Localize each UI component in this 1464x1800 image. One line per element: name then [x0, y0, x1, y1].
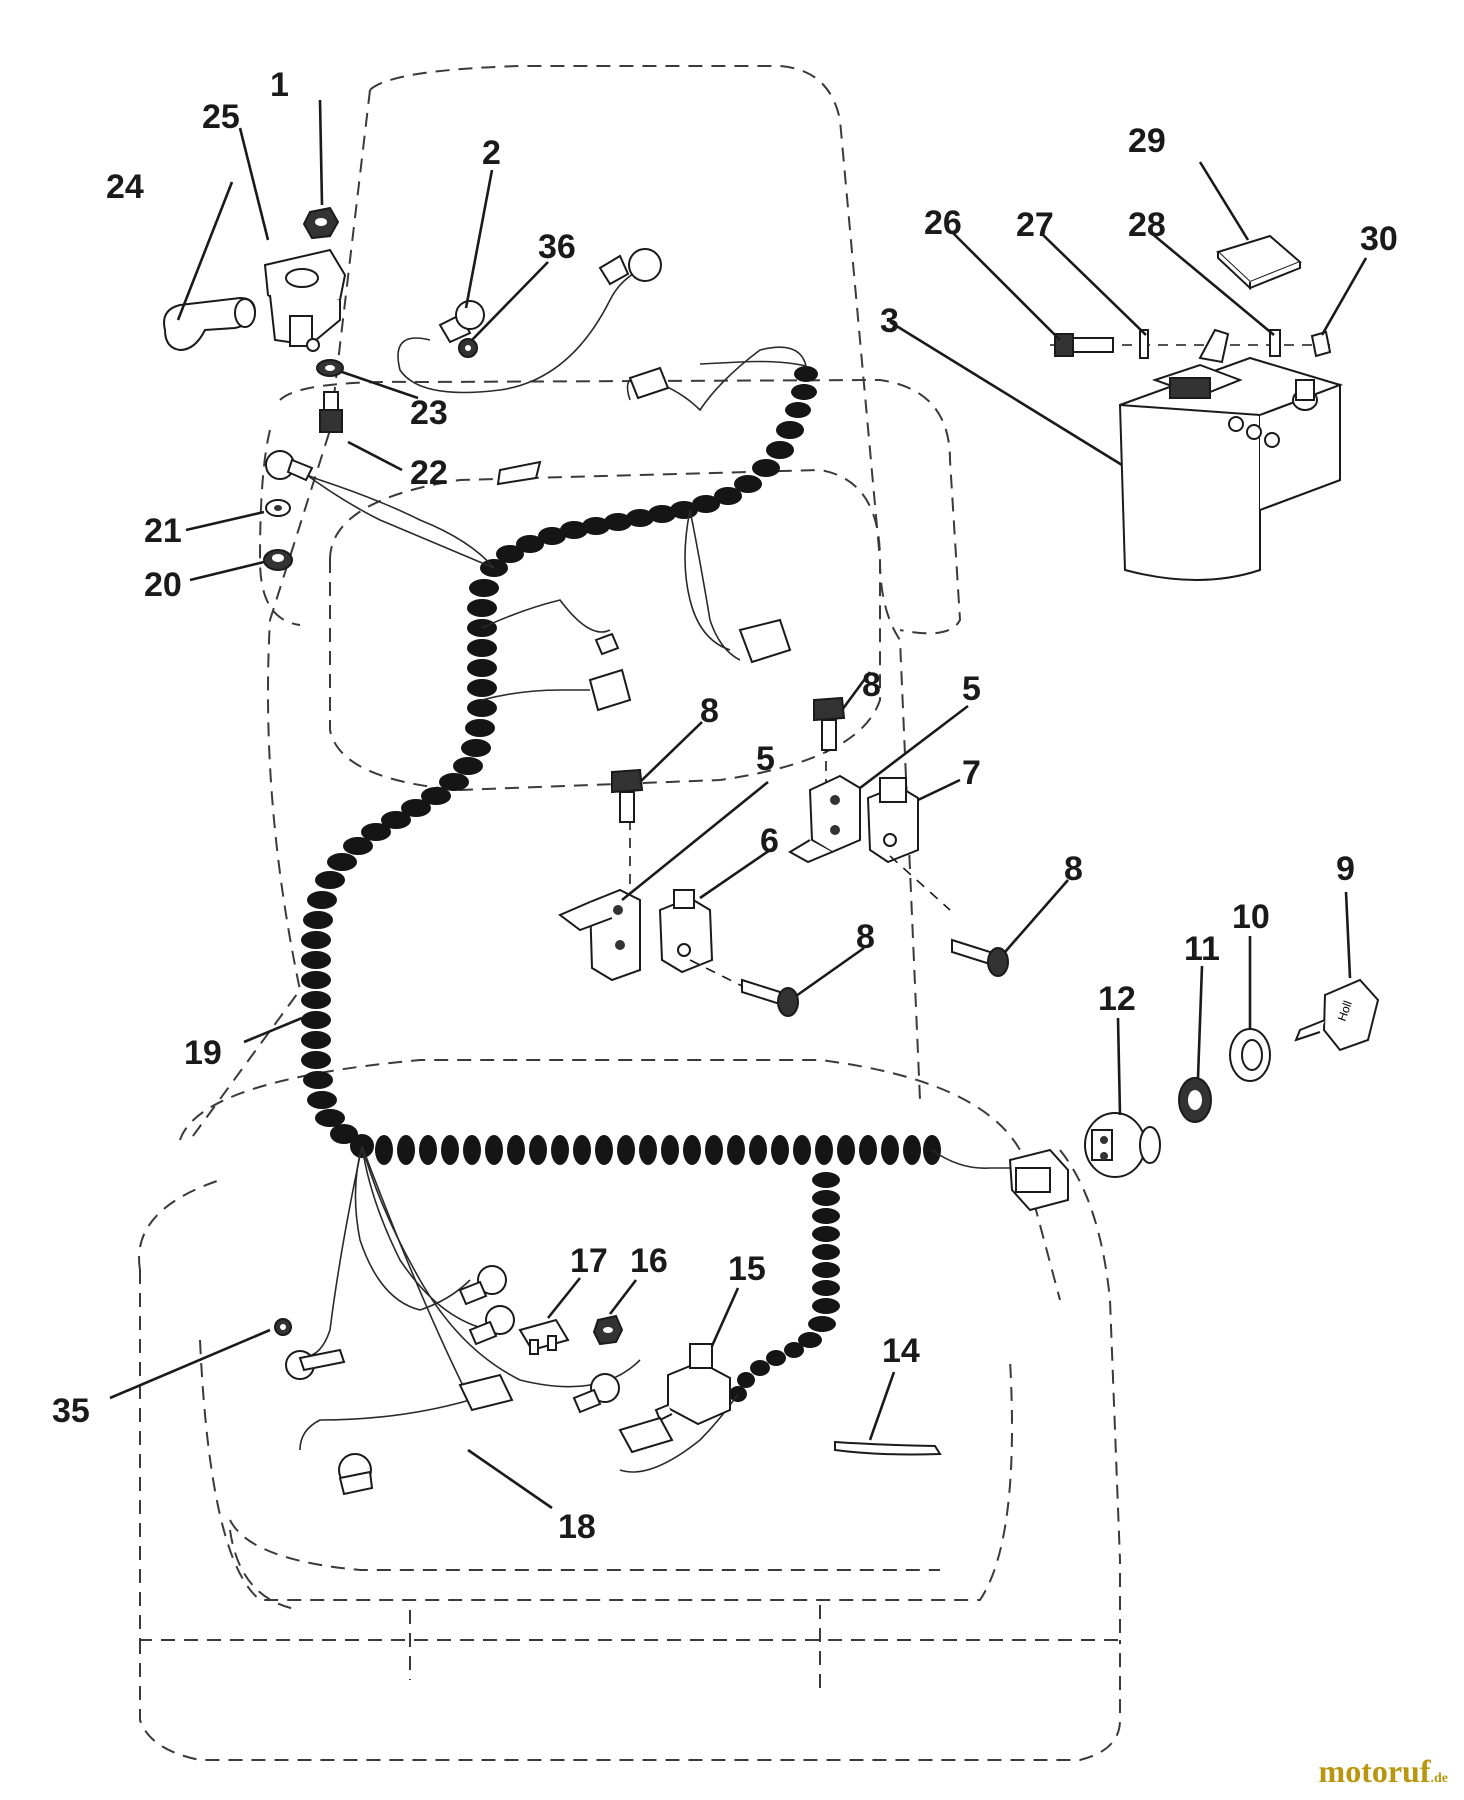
ignition-switch-icon: [1084, 1028, 1271, 1178]
interlock-switch: [558, 820, 771, 1001]
tractor-phantom-outline: [138, 65, 1121, 1761]
callout-11: 11: [1184, 930, 1220, 968]
callout-labels: 1 2 3 5 5 6 7 8 8 8 8 9 10 11 12 14 15 1…: [52, 66, 1398, 1546]
callout-10: 10: [1232, 898, 1270, 936]
wire-harness-icon: [279, 346, 1020, 1473]
washer: [263, 450, 495, 571]
callout-22: 22: [410, 454, 448, 492]
callout-35: 35: [52, 1392, 90, 1430]
callout-6: 6: [760, 822, 779, 860]
watermark-tld: .de: [1430, 1771, 1449, 1786]
watermark-name: motoruf: [1318, 1753, 1431, 1789]
callout-17: 17: [570, 1242, 608, 1280]
watermark-logo: motoruf.de: [1319, 1753, 1448, 1790]
callout-8a: 8: [700, 692, 719, 730]
callout-21: 21: [144, 512, 182, 550]
callout-24: 24: [106, 168, 144, 206]
callout-5: 5: [756, 740, 775, 778]
callout-29: 29: [1128, 122, 1166, 160]
solenoid-icon: [263, 248, 347, 352]
seat-switch: [618, 1343, 731, 1454]
washer: [316, 359, 344, 377]
interlock-switch: [788, 725, 951, 911]
callout-leaders: [109, 99, 1368, 1510]
cable-tie: [834, 1440, 942, 1456]
nut: [592, 1314, 624, 1346]
callout-23: 23: [410, 394, 448, 432]
callout-19: 19: [184, 1034, 222, 1072]
harness-connector: [496, 366, 792, 712]
battery-bolt: [1050, 328, 1332, 364]
callout-36: 36: [538, 228, 576, 266]
fuse: [458, 1318, 570, 1412]
callout-18: 18: [558, 1508, 596, 1546]
callout-25: 25: [202, 98, 240, 136]
callout-26: 26: [924, 204, 962, 242]
callout-14: 14: [882, 1332, 920, 1370]
callout-3: 3: [880, 302, 899, 340]
callout-9: 9: [1336, 850, 1355, 888]
callout-2: 2: [482, 134, 501, 172]
svg-text:Holl: Holl: [1335, 999, 1355, 1023]
callout-16: 16: [630, 1242, 668, 1280]
nut: [302, 206, 340, 240]
key-icon: Holl: [1294, 978, 1380, 1052]
bolt: [611, 696, 1009, 1017]
callout-20: 20: [144, 566, 182, 604]
callout-12: 12: [1098, 980, 1136, 1018]
callout-27: 27: [1016, 206, 1054, 244]
callout-1: 1: [270, 66, 289, 104]
screw: [319, 391, 343, 433]
callout-7: 7: [962, 754, 981, 792]
callout-8d: 8: [856, 918, 875, 956]
callout-5b: 5: [962, 670, 981, 708]
callout-8c: 8: [1064, 850, 1083, 888]
battery-icon: [1118, 356, 1344, 581]
callout-8b: 8: [862, 666, 881, 704]
ring-terminal: [274, 1265, 620, 1496]
harness-connector: [1008, 1148, 1069, 1212]
callout-28: 28: [1128, 206, 1166, 244]
terminal-cover: [1216, 234, 1302, 291]
callout-15: 15: [728, 1250, 766, 1288]
callout-30: 30: [1360, 220, 1398, 258]
terminal-boot: [163, 296, 257, 352]
ring-terminal-cable: [397, 248, 662, 394]
